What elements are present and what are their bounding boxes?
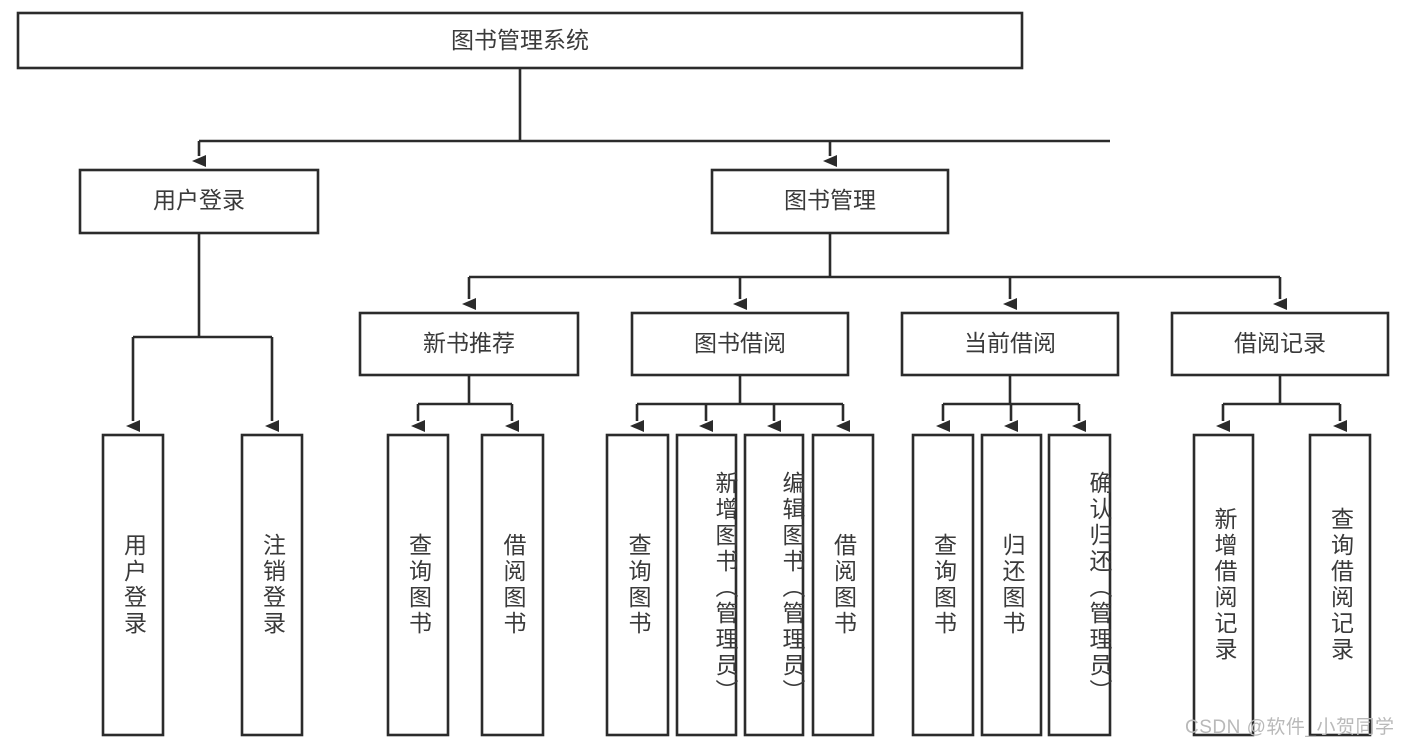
- node-root-label: 图书管理系统: [451, 27, 589, 53]
- leaf-box-borrow-book-2[interactable]: [811, 433, 875, 737]
- node-borrow-record[interactable]: 借阅记录: [1170, 311, 1390, 377]
- node-new-book-recommend-label: 新书推荐: [423, 330, 515, 356]
- node-book-borrow[interactable]: 图书借阅: [630, 311, 850, 377]
- node-book-manage-label: 图书管理: [784, 187, 876, 213]
- leaf-box-edit-book[interactable]: [743, 433, 805, 737]
- node-user-login-label: 用户登录: [153, 187, 245, 213]
- leaf-box-user-logout[interactable]: [240, 433, 304, 737]
- node-root[interactable]: 图书管理系统: [16, 11, 1024, 70]
- node-book-borrow-label: 图书借阅: [694, 330, 786, 356]
- leaf-box-query-book-1[interactable]: [386, 433, 450, 737]
- node-current-borrow[interactable]: 当前借阅: [900, 311, 1120, 377]
- node-new-book-recommend[interactable]: 新书推荐: [358, 311, 580, 377]
- leaf-box-return-book[interactable]: [980, 433, 1043, 737]
- node-root-box[interactable]: [16, 11, 1024, 70]
- leaf-box-add-record[interactable]: [1192, 433, 1255, 737]
- node-current-borrow-label: 当前借阅: [964, 330, 1056, 356]
- node-book-manage-box[interactable]: [710, 168, 950, 235]
- node-borrow-record-label: 借阅记录: [1234, 330, 1326, 356]
- leaf-box-borrow-book-1[interactable]: [480, 433, 545, 737]
- node-book-manage[interactable]: 图书管理: [710, 168, 950, 235]
- leaf-box-query-record[interactable]: [1308, 433, 1372, 737]
- leaf-box-confirm-return[interactable]: [1047, 433, 1112, 737]
- leaf-box-layer: [101, 433, 1372, 737]
- leaf-box-add-book[interactable]: [675, 433, 738, 737]
- node-new-book-recommend-box[interactable]: [358, 311, 580, 377]
- leaf-box-query-book-3[interactable]: [911, 433, 975, 737]
- leaf-box-user-login[interactable]: [101, 433, 165, 737]
- node-user-login-box[interactable]: [78, 168, 320, 235]
- node-borrow-record-box[interactable]: [1170, 311, 1390, 377]
- csdn-watermark: CSDN @软件_小贺同学: [1185, 717, 1395, 738]
- node-user-login[interactable]: 用户登录: [78, 168, 320, 235]
- node-current-borrow-box[interactable]: [900, 311, 1120, 377]
- node-book-borrow-box[interactable]: [630, 311, 850, 377]
- connector-layer: [126, 68, 1347, 432]
- leaf-box-query-book-2[interactable]: [605, 433, 670, 737]
